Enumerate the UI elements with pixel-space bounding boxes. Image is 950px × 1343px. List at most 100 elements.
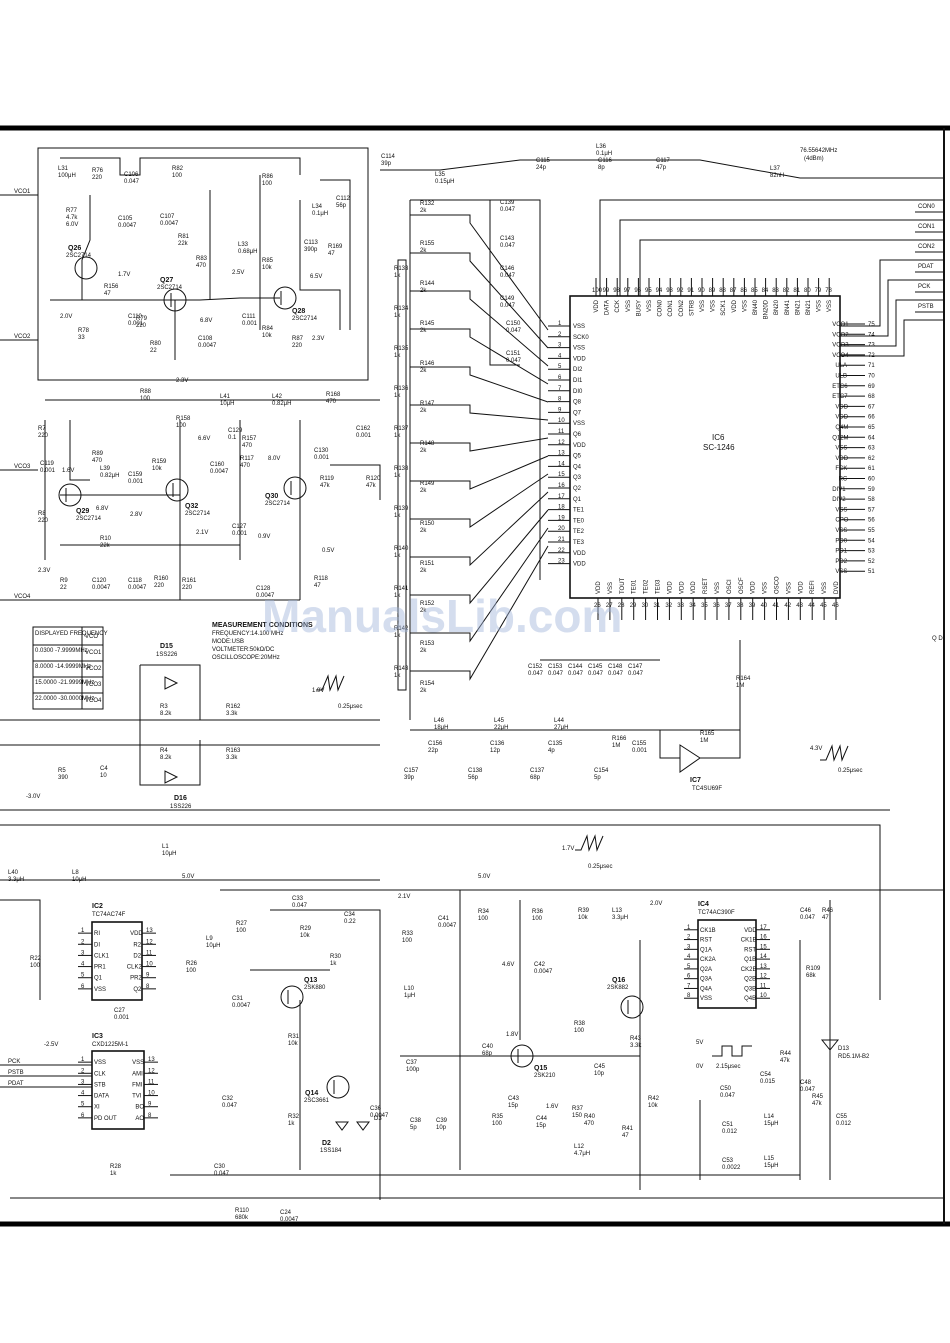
ic6-pin-right-20: CPO bbox=[835, 518, 848, 524]
ic6-pin-right-22: PD0 bbox=[835, 538, 847, 544]
ic6-pin-num-top-6: 95 bbox=[645, 288, 652, 294]
resistor-r148-value: 2k bbox=[420, 448, 427, 454]
resistor-r160-ref: R160 bbox=[154, 576, 169, 582]
voltage-label-27: 5V bbox=[696, 1040, 703, 1046]
ic4-pin-right-3: RST bbox=[744, 947, 756, 953]
ic6-pin-num-right-2: 74 bbox=[868, 332, 875, 338]
voltage-label-24: 1.6V bbox=[546, 1104, 558, 1110]
resistor-r81-ref: R81 bbox=[178, 234, 190, 240]
voltage-label-26: -2.5V bbox=[44, 1042, 58, 1048]
ic6-pin-num-left-18: 18 bbox=[558, 505, 565, 511]
ic6-pin-num-left-2: 2 bbox=[558, 332, 562, 338]
ic6-pin-num-right-7: 69 bbox=[868, 384, 875, 390]
capacitor-c150-value: 0.047 bbox=[506, 328, 522, 334]
ic2-pin-num-right-5: 9 bbox=[146, 973, 150, 979]
resistor-r76-ref: R76 bbox=[92, 168, 104, 174]
right-net-pck: PCK bbox=[918, 284, 930, 290]
resistor-r41-ref: R41 bbox=[622, 1126, 634, 1132]
ic6-pin-num-bottom-13: 38 bbox=[737, 603, 744, 609]
ic6-pin-top-7: CON0 bbox=[658, 299, 664, 316]
resistor-r7-ref: R7 bbox=[38, 426, 46, 432]
capacitor-c157-value: 39p bbox=[404, 775, 415, 781]
ic4-pin-num-left-7: 7 bbox=[687, 983, 691, 989]
capacitor-c153-value: 0.047 bbox=[548, 671, 564, 677]
resistor-r84-ref: R84 bbox=[262, 326, 274, 332]
ic6-pin-num-left-22: 22 bbox=[558, 548, 565, 554]
ic6-pin-top-8: CON1 bbox=[668, 299, 674, 316]
inductor-l10-ref: L10 bbox=[404, 986, 415, 992]
ic2-pin-num-right-1: 13 bbox=[146, 928, 153, 934]
resistor-r143-value: 1k bbox=[394, 673, 401, 679]
capacitor-c157-ref: C157 bbox=[404, 768, 419, 774]
resistor-r117-ref: R117 bbox=[240, 456, 255, 462]
voltage-label-6: 2.5V bbox=[232, 270, 244, 276]
ic6-pin-right-24: PD2 bbox=[835, 559, 847, 565]
resistor-r139-ref: R139 bbox=[394, 506, 409, 512]
capacitor-c159-ref: C159 bbox=[128, 472, 143, 478]
inductor-l36-value: 0.1μH bbox=[596, 151, 612, 157]
ic6-top-pins: VDD100DATA99CCK98VSS97BUSY96VSS95CON094C… bbox=[592, 278, 833, 319]
ic6-pin-top-1: VDD bbox=[594, 299, 600, 312]
ic6-pin-right-9: VDD bbox=[835, 404, 848, 410]
ic6-pin-num-bottom-1: 26 bbox=[594, 603, 601, 609]
ic6-pin-num-right-5: 71 bbox=[868, 363, 875, 369]
ic6-pin-right-2: VCO2 bbox=[832, 332, 849, 338]
transistor-q26-ref: Q26 bbox=[68, 245, 81, 252]
ic6-pin-num-left-16: 16 bbox=[558, 483, 565, 489]
capacitor-c42-value: 0.0047 bbox=[534, 969, 553, 975]
capacitor-c40-ref: C40 bbox=[482, 1044, 494, 1050]
resistor-r80-ref: R80 bbox=[150, 341, 162, 347]
ic6-pin-bottom-17: VSS bbox=[786, 582, 792, 594]
capacitor-c137-value: 68p bbox=[530, 775, 541, 781]
inductor-l8-value: 10μH bbox=[72, 877, 86, 883]
freq-table-range-2: 8.0000 -14.9999MHz bbox=[35, 664, 91, 670]
resistor-r153-value: 2k bbox=[420, 648, 427, 654]
ic4-pin-left-8: VSS bbox=[700, 996, 712, 1002]
resistor-r137-value: 1k bbox=[394, 433, 401, 439]
voltage-label-7: 6.5V bbox=[310, 274, 322, 280]
resistor-r4-value: 8.2k bbox=[160, 755, 172, 761]
voltage-label-18: -3.0V bbox=[26, 794, 40, 800]
ic6-pin-top-9: CON2 bbox=[679, 299, 685, 316]
resistor-r76-value: 220 bbox=[92, 175, 103, 181]
capacitor-c114-ref: C114 bbox=[381, 154, 396, 160]
resistor-r88-ref: R88 bbox=[140, 389, 152, 395]
inductor-l37-value: 82nH bbox=[770, 173, 784, 179]
resistor-r169-value: 47 bbox=[328, 251, 335, 257]
ic6-pin-left-14: Q4 bbox=[573, 464, 582, 470]
ic6-part: SC-1246 bbox=[703, 443, 735, 452]
ic2-pin-num-left-3: 3 bbox=[81, 950, 85, 956]
resistor-r135-value: 1k bbox=[394, 353, 401, 359]
resistor-r78-value: 33 bbox=[78, 335, 85, 341]
ic3-pin-right-6: AO bbox=[135, 1116, 144, 1122]
resistor-r89-value: 470 bbox=[92, 458, 103, 464]
resistor-r34-ref: R34 bbox=[478, 909, 490, 915]
ic6-pin-left-9: Q7 bbox=[573, 410, 582, 416]
capacitor-c4-ref: C4 bbox=[100, 766, 108, 772]
inductor-l40-value: 3.3μH bbox=[8, 877, 24, 883]
ic3-pin-num-left-3: 3 bbox=[81, 1079, 85, 1085]
capacitor-c39-value: 10p bbox=[436, 1125, 447, 1131]
capacitor-c50-ref: C50 bbox=[720, 1086, 732, 1092]
ic4-ref: IC4 bbox=[698, 901, 709, 908]
capacitor-c154-value: 5p bbox=[594, 775, 601, 781]
resistor-r155-value: 2k bbox=[420, 248, 427, 254]
resistor-r144-value: 2k bbox=[420, 288, 427, 294]
capacitor-c111-ref: C111 bbox=[242, 314, 256, 320]
resistor-r42-ref: R42 bbox=[648, 1096, 660, 1102]
resistor-r140-value: 1k bbox=[394, 553, 401, 559]
resistor-r141-ref: R141 bbox=[394, 586, 409, 592]
ic6-pin-top-10: STRB bbox=[689, 300, 695, 316]
resistor-r154-ref: R154 bbox=[420, 681, 435, 687]
ic6-pin-right-7: ETC6 bbox=[832, 384, 848, 390]
ic6-pin-left-7: DI0 bbox=[573, 389, 583, 395]
resistor-r38-ref: R38 bbox=[574, 1021, 586, 1027]
transistor-q26-part: 2SC2714 bbox=[66, 253, 92, 259]
ic3-pin-right-3: FMI bbox=[132, 1082, 143, 1088]
ic6-pin-num-right-6: 70 bbox=[868, 374, 875, 380]
ic6-pin-num-bottom-11: 36 bbox=[713, 603, 720, 609]
capacitor-c43-value: 15p bbox=[508, 1103, 519, 1109]
inductor-l12-ref: L12 bbox=[574, 1144, 585, 1150]
